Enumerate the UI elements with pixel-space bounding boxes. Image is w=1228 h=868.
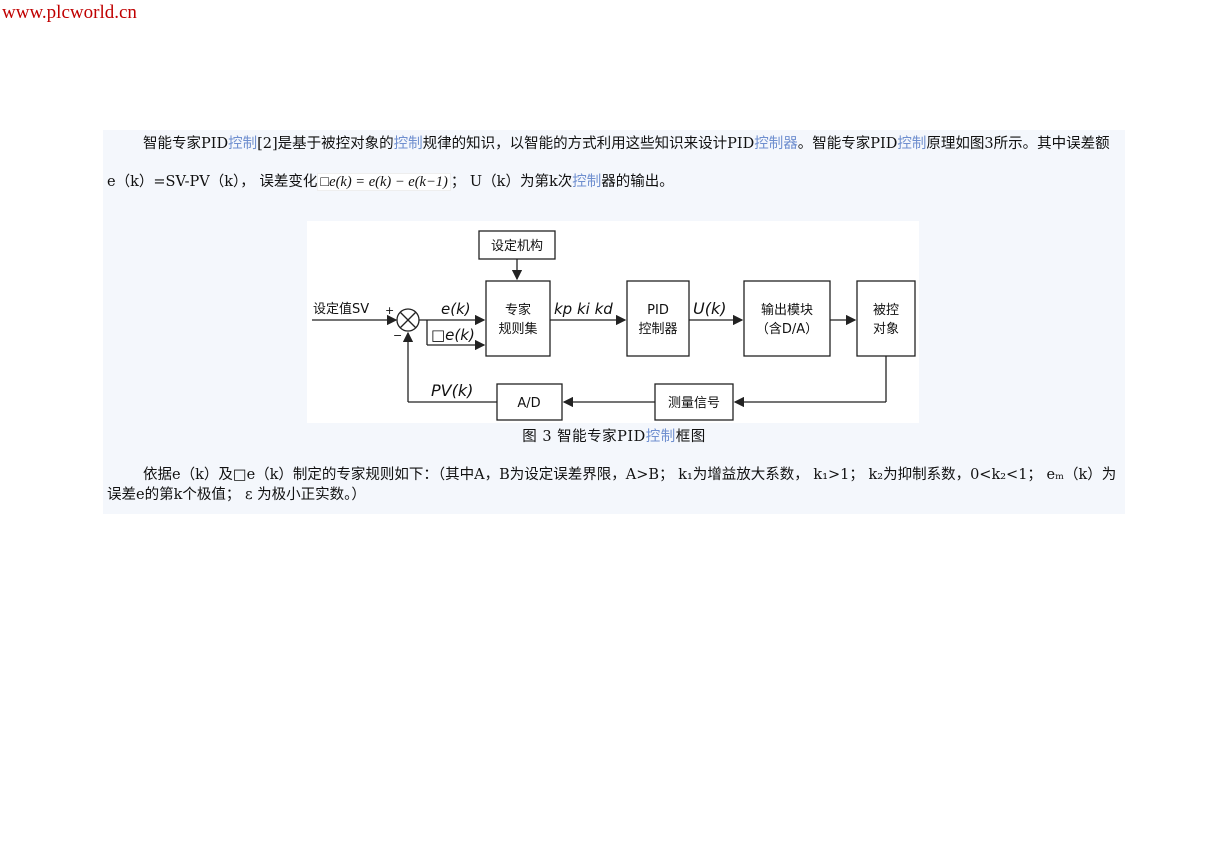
text-span: 原理如图3所示。其中误差额 e（k）=SV-PV（k）， 误差变化 [107,136,1110,190]
text-span: ； U（k）为第k次 [450,174,573,190]
minus-sign: − [393,329,402,342]
output-label-1: 输出模块 [761,302,813,318]
link-controller-1[interactable]: 控制器 [754,136,798,152]
caption-text: 图 3 智能专家PID [522,429,646,445]
output-label-2: （含D/A） [756,321,818,337]
figure-caption: 图 3 智能专家PID控制框图 [0,425,1228,446]
article-body: 智能专家PID控制[2]是基于被控对象的控制规律的知识，以智能的方式利用这些知识… [103,130,1125,514]
output-module-box [743,280,831,357]
plant-label-1: 被控 [873,303,899,318]
link-control-2[interactable]: 控制 [393,136,423,152]
plant-box [856,280,916,357]
plant-label-2: 对象 [873,322,899,337]
dek-label: □e(k) [431,326,475,344]
ad-label: A/D [517,396,540,411]
pid-params-label: kp ki kd [554,300,613,318]
paragraph-intro: 智能专家PID控制[2]是基于被控对象的控制规律的知识，以智能的方式利用这些知识… [107,125,1121,201]
link-control-3[interactable]: 控制 [897,136,927,152]
caption-text: 框图 [675,429,706,445]
expert-label-2: 规则集 [498,321,537,337]
pid-label-1: PID [647,303,669,318]
set-mechanism-label: 设定机构 [491,239,543,254]
expert-pid-block-diagram: 设定值SV + − e(k) □e(k) 设定机构 专家 规则集 kp ki k… [307,221,919,423]
watermark: www.plcworld.cn [2,2,137,23]
measure-label: 测量信号 [668,396,720,411]
expert-label-1: 专家 [505,302,531,318]
ek-label: e(k) [441,300,471,318]
text-span: 。智能专家PID [797,136,898,152]
text-span: [2]是基于被控对象的 [257,136,394,152]
uk-label: U(k) [693,299,726,318]
plus-sign: + [385,304,394,317]
expert-rules-box [485,280,551,357]
pid-controller-box [626,280,690,357]
paragraph-rules: 依据e（k）及□e（k）制定的专家规则如下：（其中A，B为设定误差界限，A>B；… [107,467,1117,503]
pvk-label: PV(k) [431,381,473,400]
pid-label-2: 控制器 [638,322,677,337]
text-span: 规律的知识，以智能的方式利用这些知识来设计PID [422,136,755,152]
link-control-1[interactable]: 控制 [228,136,258,152]
text-span: 智能专家PID [143,136,229,152]
link-caption-control[interactable]: 控制 [645,429,676,445]
setpoint-label: 设定值SV [313,301,369,317]
text-span: 器的输出。 [601,174,674,190]
link-control-4[interactable]: 控制 [572,174,602,190]
error-change-formula: □e(k) = e(k) − e(k−1) [317,173,451,191]
